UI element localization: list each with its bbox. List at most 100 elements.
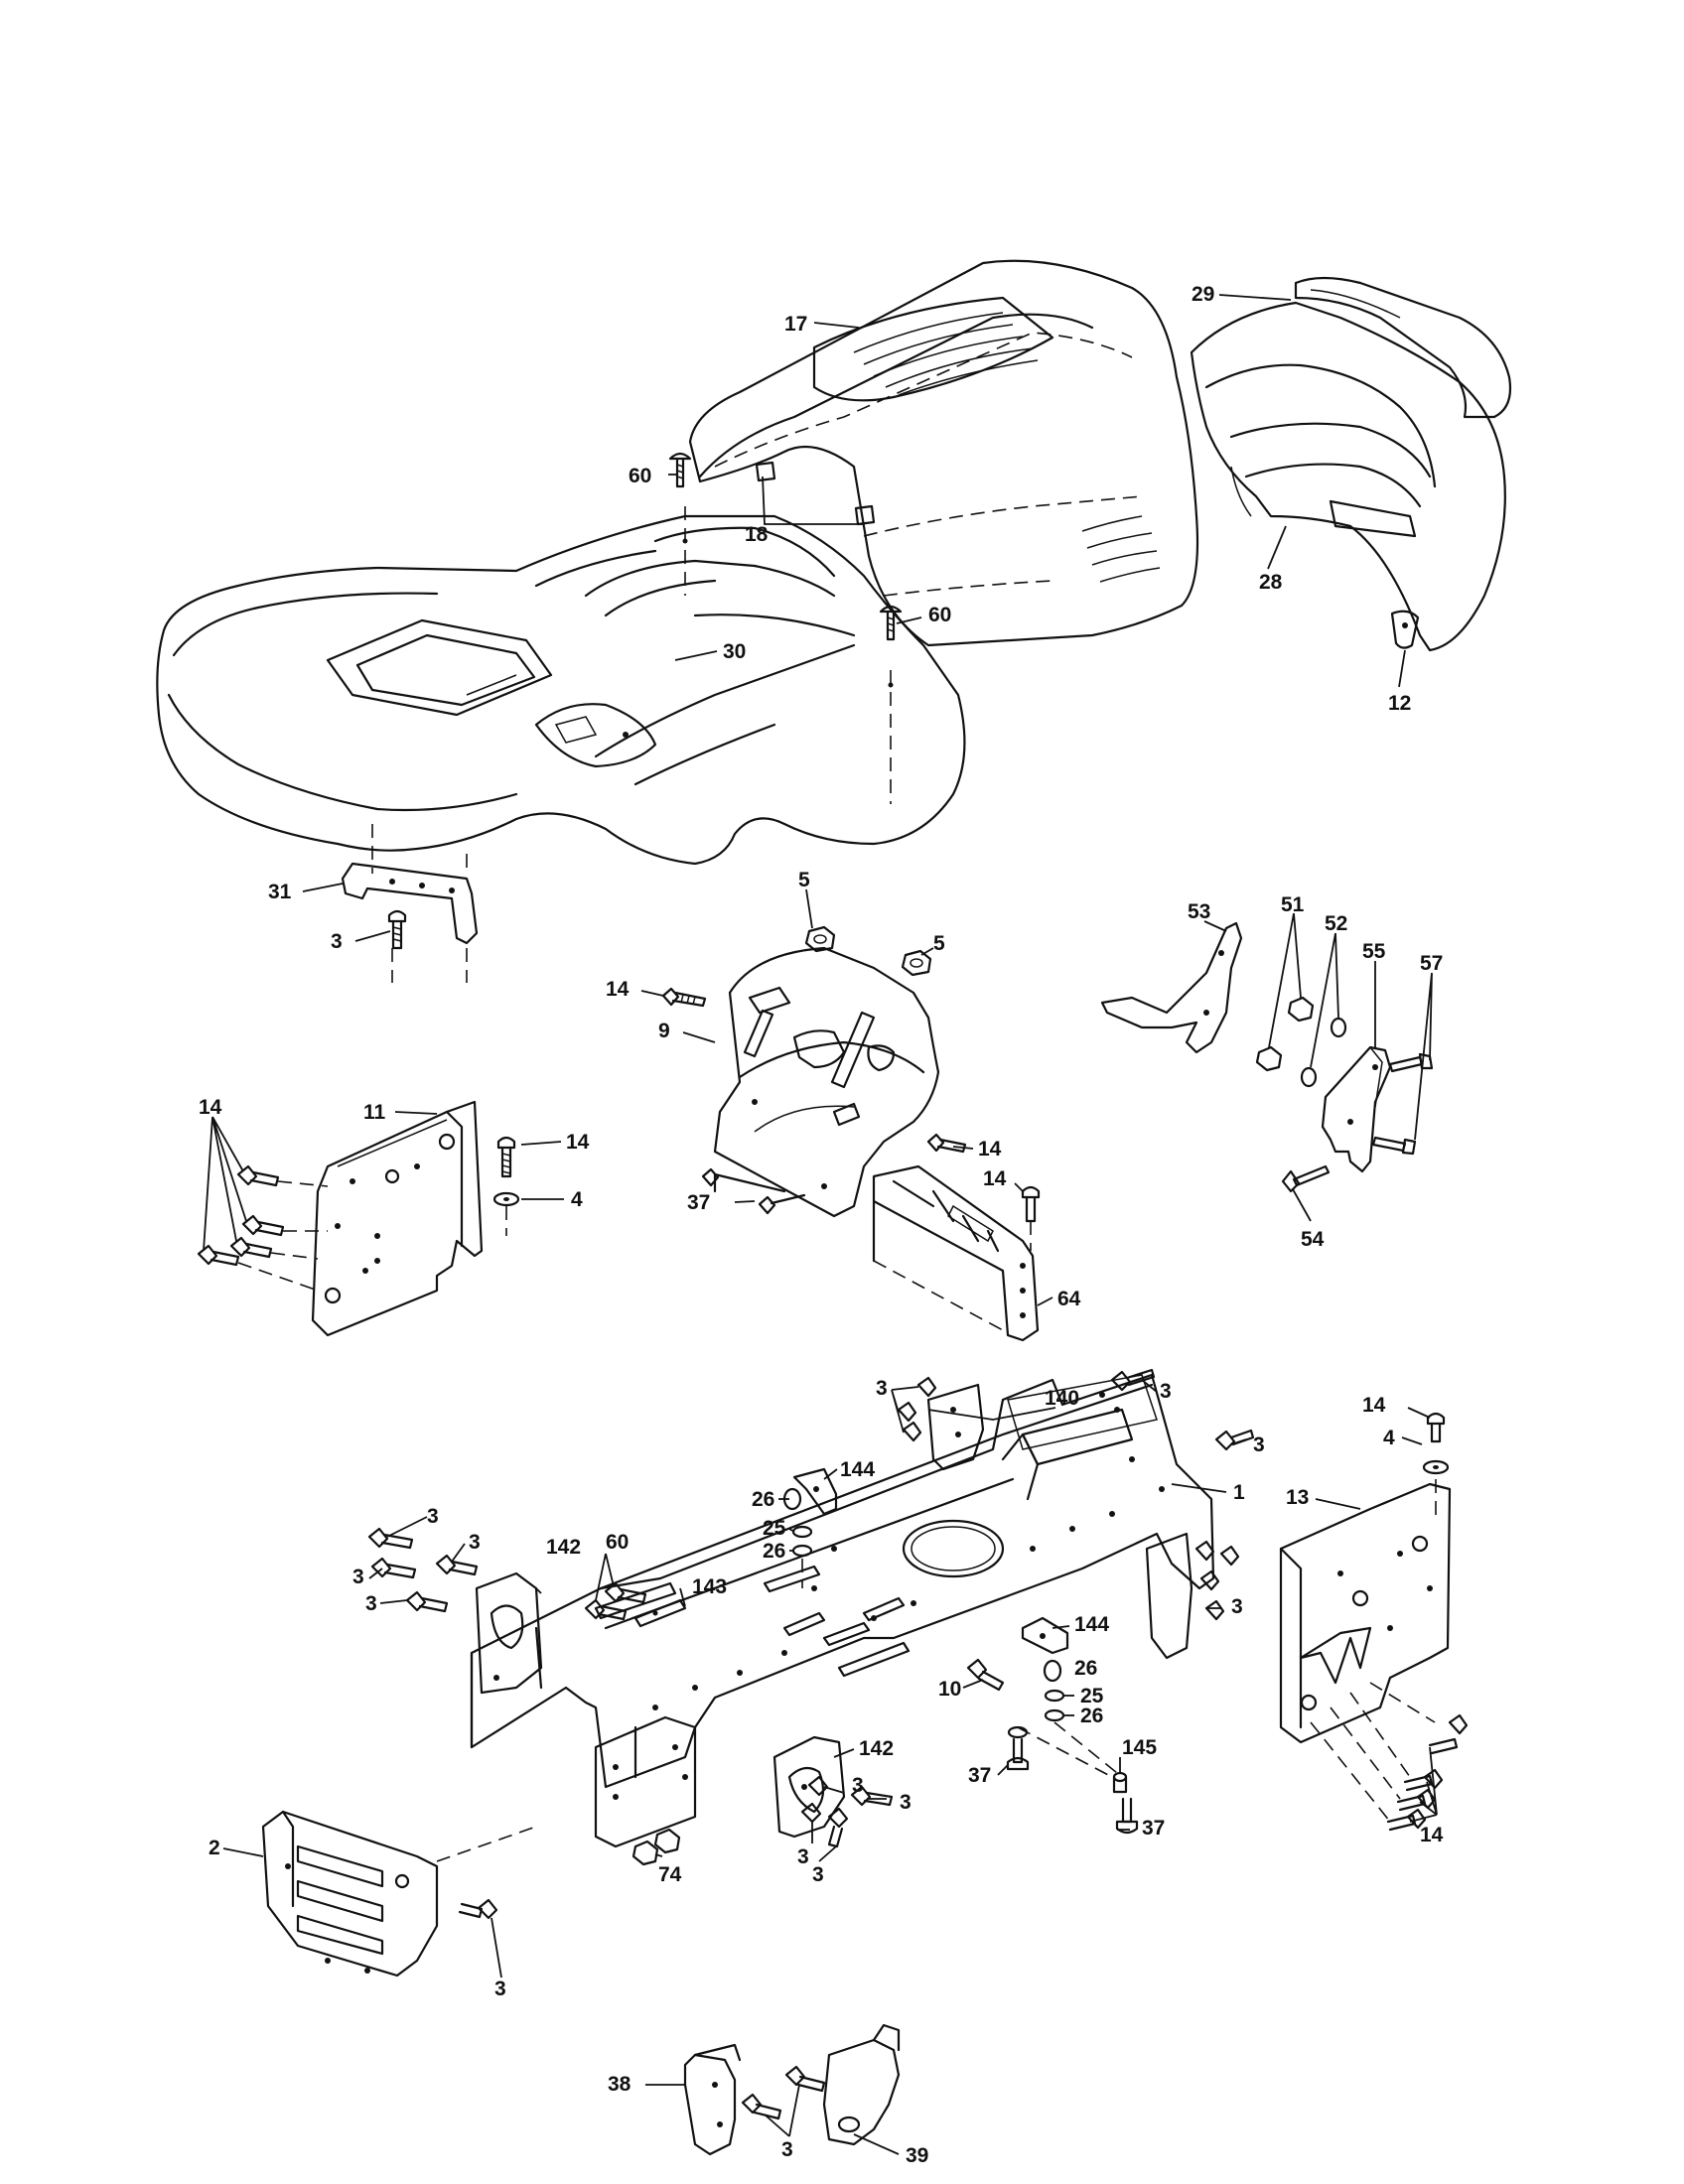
- callout-bolt-frame-top: 3: [1160, 1380, 1172, 1403]
- callout-spacer-144-mid: 144: [1074, 1613, 1109, 1636]
- bolt-left-panel-top: [496, 1136, 516, 1178]
- bolt-frame-top: [1110, 1368, 1156, 1392]
- bolt-dash-brace: [1021, 1185, 1041, 1223]
- bolt-bracket-c: [800, 1802, 822, 1824]
- nut-dash-2: [901, 949, 932, 977]
- callout-dash-panel: 9: [658, 1020, 670, 1042]
- callout-side-panel-right: 13: [1286, 1486, 1309, 1509]
- bolt-seat-bracket: [387, 909, 407, 950]
- callout-washer-hinge: 52: [1325, 912, 1347, 935]
- bolt-rear-plate: [458, 1898, 498, 1920]
- callout-washer-side-right: 4: [1383, 1427, 1395, 1449]
- callout-bolts-side-right: 14: [1420, 1824, 1444, 1846]
- callout-bolt-frame-left-3: 3: [352, 1566, 364, 1588]
- bolt-frame-left-1: [367, 1527, 414, 1550]
- callout-bolt-frame-right: 3: [1253, 1433, 1265, 1456]
- bracket-left: [683, 2043, 742, 2156]
- callout-bolt-bracket-c: 3: [797, 1845, 809, 1868]
- bolt-37-left: [1006, 1725, 1030, 1771]
- leader-lines: [203, 294, 1438, 2155]
- bolt-bracket-a: [807, 1775, 829, 1797]
- callout-headlight-housing: 28: [1259, 571, 1283, 594]
- callout-side-panel-left: 11: [363, 1101, 386, 1124]
- bolt-frame-left-3: [435, 1554, 479, 1576]
- callout-bolt-dash-brace: 14: [983, 1167, 1007, 1190]
- washer-25-top: [791, 1525, 813, 1539]
- bolt-frame-left-4: [405, 1590, 449, 1613]
- side-panel-left: [311, 1100, 484, 1337]
- callout-bolt-bracket-a: 3: [852, 1774, 864, 1797]
- callout-rear-plate: 2: [209, 1837, 220, 1859]
- rear-plate: [261, 1810, 439, 1978]
- axle-support: [926, 1383, 985, 1471]
- frame: [470, 1373, 1215, 1789]
- callout-nut-74: 74: [658, 1863, 682, 1886]
- spacer-143: [633, 1598, 687, 1628]
- washer-26-top-b: [791, 1544, 813, 1558]
- callout-spacer-145: 145: [1122, 1736, 1157, 1759]
- callout-hood-bumper: 18: [745, 523, 769, 546]
- callout-bolt-top-right: 60: [928, 604, 951, 626]
- bolts-right-bracket: [1145, 1532, 1240, 1660]
- callout-bolt-seat-bracket: 3: [331, 930, 343, 953]
- callout-washer-26-mid-b: 26: [1080, 1705, 1103, 1727]
- nut-dash-1: [804, 925, 836, 953]
- hood-bumper: [755, 461, 876, 526]
- callout-bolts-front-upper: 3: [876, 1377, 888, 1400]
- rear-mount-plate: [594, 1715, 697, 1848]
- callout-bolt-60-frame: 60: [606, 1531, 629, 1554]
- callout-washer-26-mid: 26: [1074, 1657, 1097, 1680]
- bolts-front-upper: [897, 1376, 937, 1442]
- bolt-frame-right: [1214, 1429, 1255, 1451]
- bolt-37-right: [1115, 1797, 1139, 1835]
- callout-spacer-143: 143: [692, 1575, 727, 1598]
- bolt-hinge: [1371, 1052, 1434, 1156]
- headlight-housing: [1190, 301, 1506, 652]
- callout-bolt-left-panel-top: 14: [566, 1131, 590, 1154]
- callout-labels: 17 29 28 18 60 60 30 12 31 3 5 5 14 9 14…: [199, 283, 1444, 2167]
- bolt-top-left: [668, 452, 692, 488]
- callout-bolt-rear-plate: 3: [494, 1978, 506, 2000]
- callout-bolt-37-right: 37: [1142, 1817, 1165, 1840]
- bolts-side-right: [1386, 1713, 1469, 1832]
- hinge-plate: [1321, 1045, 1392, 1173]
- callout-washer-26-top: 26: [752, 1488, 774, 1511]
- callout-washer-left-panel: 4: [571, 1188, 583, 1211]
- callout-fender: 30: [723, 640, 746, 663]
- bolt-top-right: [879, 605, 903, 641]
- spacer-145: [1112, 1771, 1128, 1794]
- callout-axle-support: 140: [1045, 1387, 1079, 1410]
- bolts-left-panel: [197, 1164, 285, 1267]
- bolts-bracket-bottom: [741, 2065, 826, 2120]
- grille: [1294, 276, 1512, 419]
- callout-spacer-144-top: 144: [840, 1458, 875, 1481]
- callout-bolts-left-panel: 14: [199, 1096, 222, 1119]
- callout-hinge-bracket: 53: [1188, 900, 1210, 923]
- bracket-right: [822, 2023, 901, 2146]
- spacer-144-mid: [1021, 1616, 1069, 1655]
- callout-bolt-frame-left-2: 3: [469, 1531, 481, 1554]
- dash-brace: [872, 1164, 1040, 1342]
- washer-26-mid: [1043, 1659, 1062, 1683]
- latch: [1390, 610, 1420, 649]
- callout-washer-26-top-b: 26: [763, 1540, 785, 1563]
- washer-left-panel: [492, 1191, 520, 1207]
- callout-bolt-hinge: 57: [1420, 952, 1443, 975]
- callout-bolt-bracket-b: 3: [900, 1791, 912, 1814]
- bolt-60-frame: [584, 1581, 647, 1621]
- callout-bolt-side-right-top: 14: [1362, 1394, 1386, 1417]
- callout-washer-25-mid: 25: [1080, 1685, 1104, 1707]
- hinge-bracket: [1100, 921, 1243, 1054]
- nut-hinge: [1255, 996, 1315, 1072]
- callout-nut-dash-1: 5: [798, 869, 810, 891]
- callout-rear-bracket-top: 142: [546, 1536, 581, 1559]
- callout-bolt-10: 10: [938, 1678, 961, 1701]
- bolt-dash-lower: [926, 1133, 967, 1154]
- callout-bracket-right: 39: [906, 2144, 928, 2167]
- callout-bolt-37-left: 37: [968, 1764, 991, 1787]
- callout-bolt-frame-left-1: 3: [427, 1505, 439, 1528]
- hood: [688, 259, 1199, 647]
- callout-hood: 17: [784, 313, 807, 336]
- washer-26-mid-b: [1044, 1708, 1065, 1722]
